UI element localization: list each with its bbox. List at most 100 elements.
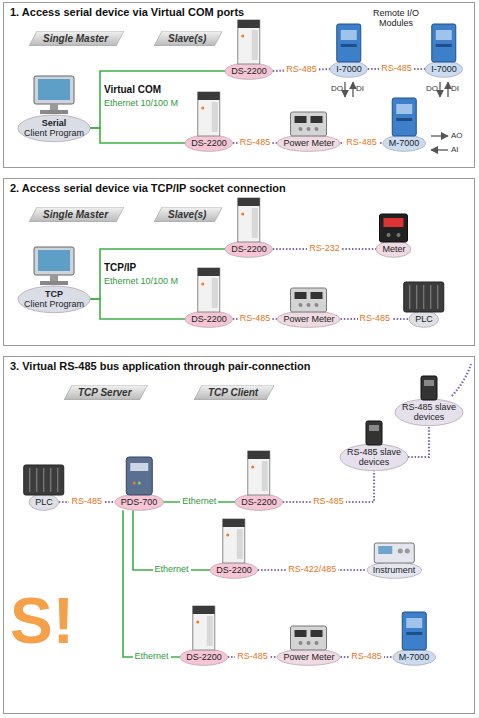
- icon-part: [315, 303, 319, 307]
- icon-part: [212, 278, 218, 308]
- icon-part: [436, 30, 452, 40]
- icon-part: [24, 465, 64, 495]
- icon-part: [238, 20, 260, 28]
- annotation: Remote I/O Modules: [364, 8, 428, 29]
- icon-part: [299, 127, 303, 131]
- device-base: [225, 63, 273, 79]
- icon-part: [193, 606, 215, 650]
- role-banner: Single Master: [29, 31, 124, 46]
- icon-part: [36, 468, 37, 492]
- icon-part: [405, 548, 410, 553]
- icon-part: [43, 468, 44, 492]
- annotation: DI: [356, 84, 364, 93]
- device-label: Serial: [24, 118, 84, 128]
- annotation: Ethernet 10/100 M: [104, 98, 178, 108]
- icon-part: [341, 44, 357, 47]
- ethernet-link: [133, 510, 210, 570]
- device-label: Power Meter: [283, 652, 334, 662]
- role-banner: TCP Server: [64, 385, 148, 400]
- device-icon: [366, 421, 382, 445]
- banner-shape: [154, 207, 222, 222]
- icon-part: [299, 641, 303, 645]
- icon-part: [238, 198, 260, 206]
- annotation: S!: [10, 585, 74, 659]
- device-icon: [291, 288, 327, 312]
- icon-part: [430, 285, 431, 309]
- signal-arrow: [344, 82, 345, 97]
- icon-part: [57, 468, 58, 492]
- icon-part: [436, 44, 452, 47]
- icon-part: [396, 104, 412, 114]
- annotation: TCP/IP: [104, 262, 136, 274]
- link-label: RS-485: [238, 138, 273, 148]
- device-base: [277, 311, 340, 327]
- device-label: Client Program: [24, 128, 84, 138]
- icon-part: [424, 380, 434, 386]
- link-label: Ethernet: [153, 565, 191, 575]
- device-label: PLC: [415, 314, 433, 324]
- link-label: RS-485: [358, 314, 393, 324]
- icon-part: [311, 292, 323, 299]
- role-label: Single Master: [43, 33, 108, 44]
- device-label: M-7000: [399, 652, 430, 662]
- device-node: Power Meter: [277, 649, 340, 665]
- icon-part: [369, 425, 379, 431]
- role-banner: Slave(s): [154, 207, 222, 222]
- icon-part: [262, 461, 268, 491]
- device-icon: [34, 76, 74, 114]
- signal-arrow: [352, 82, 353, 97]
- device-node: RS-485 slave devices: [340, 444, 408, 471]
- device-node: M-7000: [393, 649, 436, 665]
- device-node: DS-2200: [225, 63, 273, 79]
- device-icon: [34, 247, 74, 285]
- device-base: [277, 135, 340, 151]
- icon-part: [50, 468, 51, 492]
- icon-part: [402, 612, 426, 650]
- device-icon: [223, 519, 245, 563]
- bus-extension: [452, 364, 471, 396]
- icon-part: [202, 282, 205, 285]
- device-icon: [404, 282, 444, 312]
- icon-part: [227, 533, 230, 536]
- icon-part: [337, 24, 361, 62]
- annotation: DO: [331, 84, 343, 93]
- device-label: DS-2200: [231, 244, 267, 254]
- device-label: Instrument: [373, 565, 416, 575]
- icon-part: [307, 127, 311, 131]
- device-label: Power Meter: [283, 138, 334, 148]
- device-icon: [238, 198, 260, 242]
- link-label: RS-232: [307, 244, 342, 254]
- role-label: TCP Server: [78, 387, 132, 398]
- device-base: [340, 444, 408, 471]
- link-label: RS-485: [344, 138, 379, 148]
- icon-part: [34, 247, 74, 275]
- icon-part: [437, 285, 438, 309]
- role-banner: TCP Client: [194, 385, 274, 400]
- device-base: [330, 61, 368, 77]
- icon-part: [223, 519, 245, 563]
- link-label: RS-422/485: [286, 565, 338, 575]
- icon-part: [397, 233, 401, 237]
- icon-part: [198, 92, 220, 136]
- device-base: [18, 115, 90, 142]
- icon-part: [197, 620, 200, 623]
- icon-part: [311, 116, 323, 123]
- icon-part: [237, 529, 243, 559]
- device-base: [210, 562, 258, 578]
- icon-part: [380, 214, 408, 242]
- device-base: [383, 135, 426, 151]
- device-node: DS-2200: [225, 241, 273, 257]
- device-node: DS-2200: [180, 649, 228, 665]
- signal-arrow: [431, 135, 448, 136]
- icon-part: [40, 281, 68, 285]
- icon-part: [315, 641, 319, 645]
- banner-shape: [154, 31, 222, 46]
- device-label: RS-485 slave devices: [346, 447, 402, 468]
- section-title: 2. Access serial device via TCP/IP socke…: [10, 182, 286, 194]
- device-label: M-7000: [389, 138, 420, 148]
- device-label: TCP: [24, 289, 84, 299]
- device-label: I-7000: [336, 64, 362, 74]
- link-label: RS-485: [349, 652, 384, 662]
- annotation: AO: [451, 131, 463, 140]
